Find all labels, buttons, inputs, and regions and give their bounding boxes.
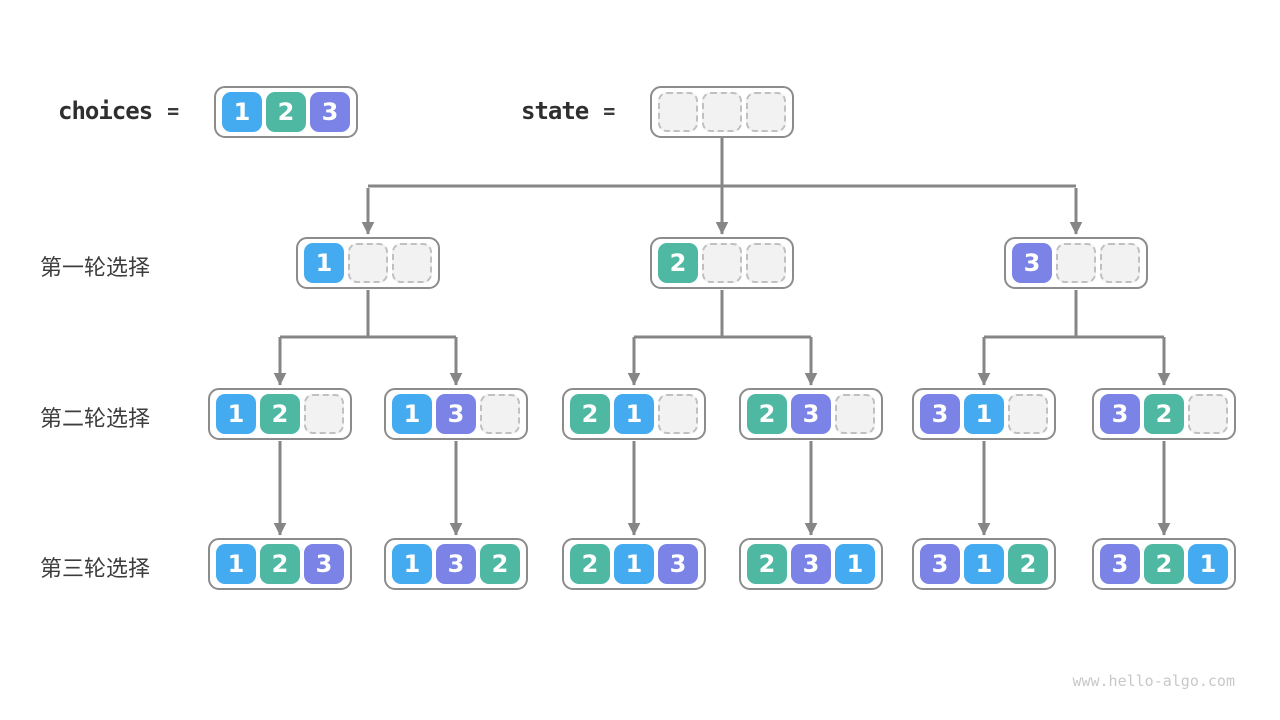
value-cell: 2 bbox=[1008, 544, 1048, 584]
empty-slot bbox=[702, 243, 742, 283]
value-cell: 2 bbox=[658, 243, 698, 283]
value-cell: 2 bbox=[747, 394, 787, 434]
value-cell: 3 bbox=[920, 394, 960, 434]
state-label: state bbox=[521, 97, 589, 125]
value-cell: 3 bbox=[436, 394, 476, 434]
round1-state-box-2: 2 bbox=[650, 237, 794, 289]
empty-slot bbox=[1100, 243, 1140, 283]
value-cell: 2 bbox=[480, 544, 520, 584]
value-cell: 2 bbox=[1144, 394, 1184, 434]
value-cell: 1 bbox=[216, 544, 256, 584]
value-cell: 1 bbox=[392, 544, 432, 584]
state-equals-sign: = bbox=[603, 99, 616, 123]
value-cell: 1 bbox=[216, 394, 256, 434]
choices-equals-sign: = bbox=[167, 99, 180, 123]
value-cell: 3 bbox=[1012, 243, 1052, 283]
watermark: www.hello-algo.com bbox=[1072, 672, 1235, 690]
empty-slot bbox=[835, 394, 875, 434]
value-cell: 1 bbox=[614, 394, 654, 434]
value-cell: 3 bbox=[310, 92, 350, 132]
empty-slot bbox=[746, 243, 786, 283]
value-cell: 2 bbox=[260, 394, 300, 434]
value-cell: 1 bbox=[222, 92, 262, 132]
empty-slot bbox=[348, 243, 388, 283]
value-cell: 3 bbox=[436, 544, 476, 584]
value-cell: 3 bbox=[791, 394, 831, 434]
empty-slot bbox=[658, 92, 698, 132]
empty-slot bbox=[658, 394, 698, 434]
state-expression: state = bbox=[521, 97, 615, 125]
value-cell: 1 bbox=[392, 394, 432, 434]
value-cell: 3 bbox=[658, 544, 698, 584]
empty-slot bbox=[1056, 243, 1096, 283]
arrow-paths bbox=[273, 137, 1171, 536]
empty-slot bbox=[1008, 394, 1048, 434]
value-cell: 3 bbox=[920, 544, 960, 584]
value-cell: 1 bbox=[304, 243, 344, 283]
value-cell: 1 bbox=[835, 544, 875, 584]
value-cell: 3 bbox=[1100, 544, 1140, 584]
empty-slot bbox=[702, 92, 742, 132]
value-cell: 3 bbox=[304, 544, 344, 584]
value-cell: 3 bbox=[1100, 394, 1140, 434]
round-2-label: 第二轮选择 bbox=[40, 406, 151, 431]
value-cell: 2 bbox=[260, 544, 300, 584]
round1-state-box-1: 1 bbox=[296, 237, 440, 289]
value-cell: 1 bbox=[964, 544, 1004, 584]
value-cell: 2 bbox=[570, 394, 610, 434]
round1-state-box-3: 3 bbox=[1004, 237, 1148, 289]
value-cell: 1 bbox=[964, 394, 1004, 434]
value-cell: 1 bbox=[614, 544, 654, 584]
value-cell: 2 bbox=[1144, 544, 1184, 584]
choices-label: choices bbox=[58, 97, 153, 125]
round-3-label: 第三轮选择 bbox=[40, 556, 151, 581]
value-cell: 3 bbox=[791, 544, 831, 584]
empty-slot bbox=[746, 92, 786, 132]
empty-slot bbox=[392, 243, 432, 283]
empty-slot bbox=[480, 394, 520, 434]
empty-slot bbox=[304, 394, 344, 434]
value-cell: 2 bbox=[747, 544, 787, 584]
value-cell: 2 bbox=[570, 544, 610, 584]
state-array-box bbox=[650, 86, 794, 138]
value-cell: 1 bbox=[1188, 544, 1228, 584]
choices-expression: choices = bbox=[58, 97, 179, 125]
value-cell: 2 bbox=[266, 92, 306, 132]
round-1-label: 第一轮选择 bbox=[40, 255, 151, 280]
empty-slot bbox=[1188, 394, 1228, 434]
